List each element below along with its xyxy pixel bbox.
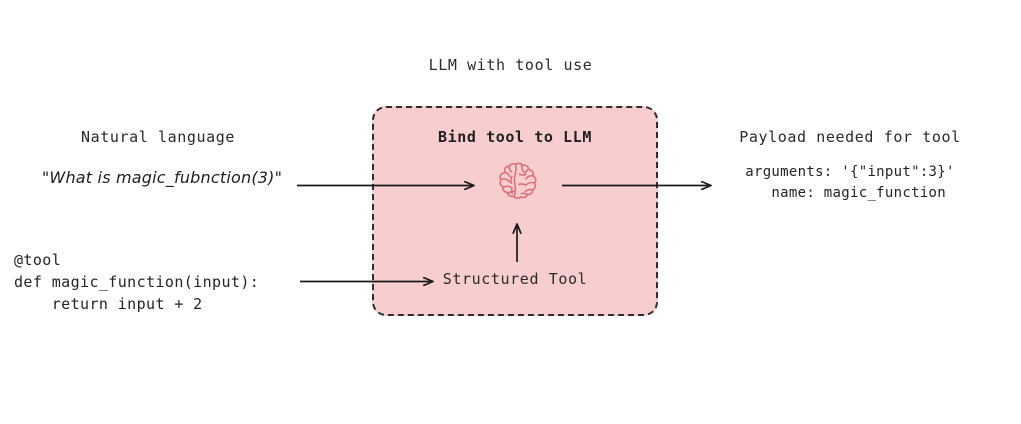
- payload-block: arguments: '{"input":3}' name: magic_fun…: [745, 164, 955, 201]
- payload-heading: Payload needed for tool: [739, 128, 961, 146]
- structured-tool-label: Structured Tool: [442, 270, 588, 288]
- diagram-title: LLM with tool use: [428, 56, 593, 74]
- bind-tool-to-llm-label: Bind tool to LLM: [437, 128, 593, 146]
- natural-language-utterance: "What is magic_fubnction(3)": [41, 168, 283, 187]
- tool-code-block: @tool def magic_function(input): return …: [14, 251, 260, 313]
- natural-language-heading: Natural language: [80, 128, 236, 146]
- brain-icon: [491, 160, 543, 208]
